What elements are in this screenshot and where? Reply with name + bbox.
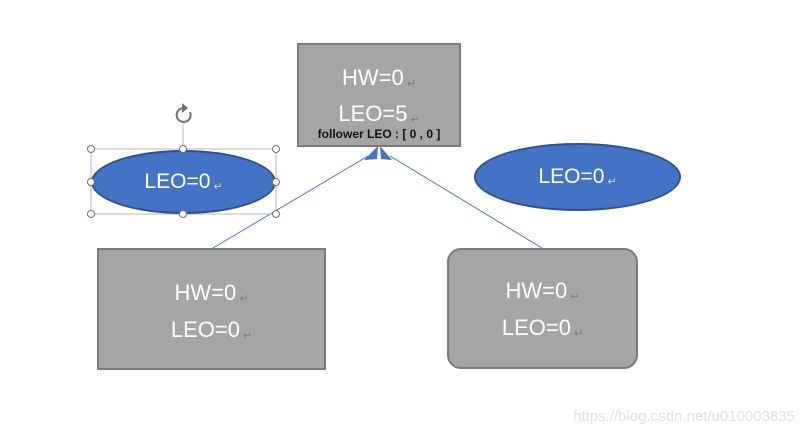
arrowhead-left bbox=[364, 146, 378, 160]
follower-right-hw: HW=0↵ bbox=[505, 278, 580, 303]
ellipse-left-label: LEO=0 bbox=[144, 170, 211, 193]
leader-follower-leo: follower LEO : [ 0 , 0 ] bbox=[317, 127, 441, 141]
connector-right bbox=[389, 155, 543, 249]
follower-left-hw: HW=0↵ bbox=[174, 280, 249, 305]
ellipse-right[interactable]: LEO=0↵ bbox=[474, 143, 681, 211]
leader-hw: HW=0↵ bbox=[342, 65, 416, 90]
watermark: https://blog.csdn.net/u010003835 bbox=[573, 408, 795, 425]
follower-left-leo: LEO=0↵ bbox=[170, 317, 253, 342]
selection-handle[interactable] bbox=[272, 178, 280, 186]
ellipse-left[interactable]: LEO=0↵ bbox=[91, 150, 276, 214]
selection-handle[interactable] bbox=[87, 145, 95, 153]
follower-right-box[interactable]: HW=0↵ LEO=0↵ bbox=[447, 248, 638, 369]
selection-handle[interactable] bbox=[87, 210, 95, 218]
selection-handle[interactable] bbox=[179, 145, 187, 153]
leader-leo: LEO=5↵ bbox=[338, 101, 420, 126]
follower-right-leo: LEO=0↵ bbox=[501, 315, 584, 340]
selection-handle[interactable] bbox=[179, 210, 187, 218]
leader-box[interactable]: HW=0↵ LEO=5↵ follower LEO : [ 0 , 0 ] bbox=[297, 43, 461, 147]
arrowhead-right bbox=[380, 146, 392, 160]
selection-handle[interactable] bbox=[87, 178, 95, 186]
connector-left bbox=[212, 155, 369, 249]
follower-left-box[interactable]: HW=0↵ LEO=0↵ bbox=[97, 248, 326, 370]
selection-handle[interactable] bbox=[272, 145, 280, 153]
rotate-handle-icon[interactable] bbox=[175, 103, 192, 123]
ellipse-right-label: LEO=0 bbox=[538, 165, 605, 188]
selection-handle[interactable] bbox=[272, 210, 280, 218]
